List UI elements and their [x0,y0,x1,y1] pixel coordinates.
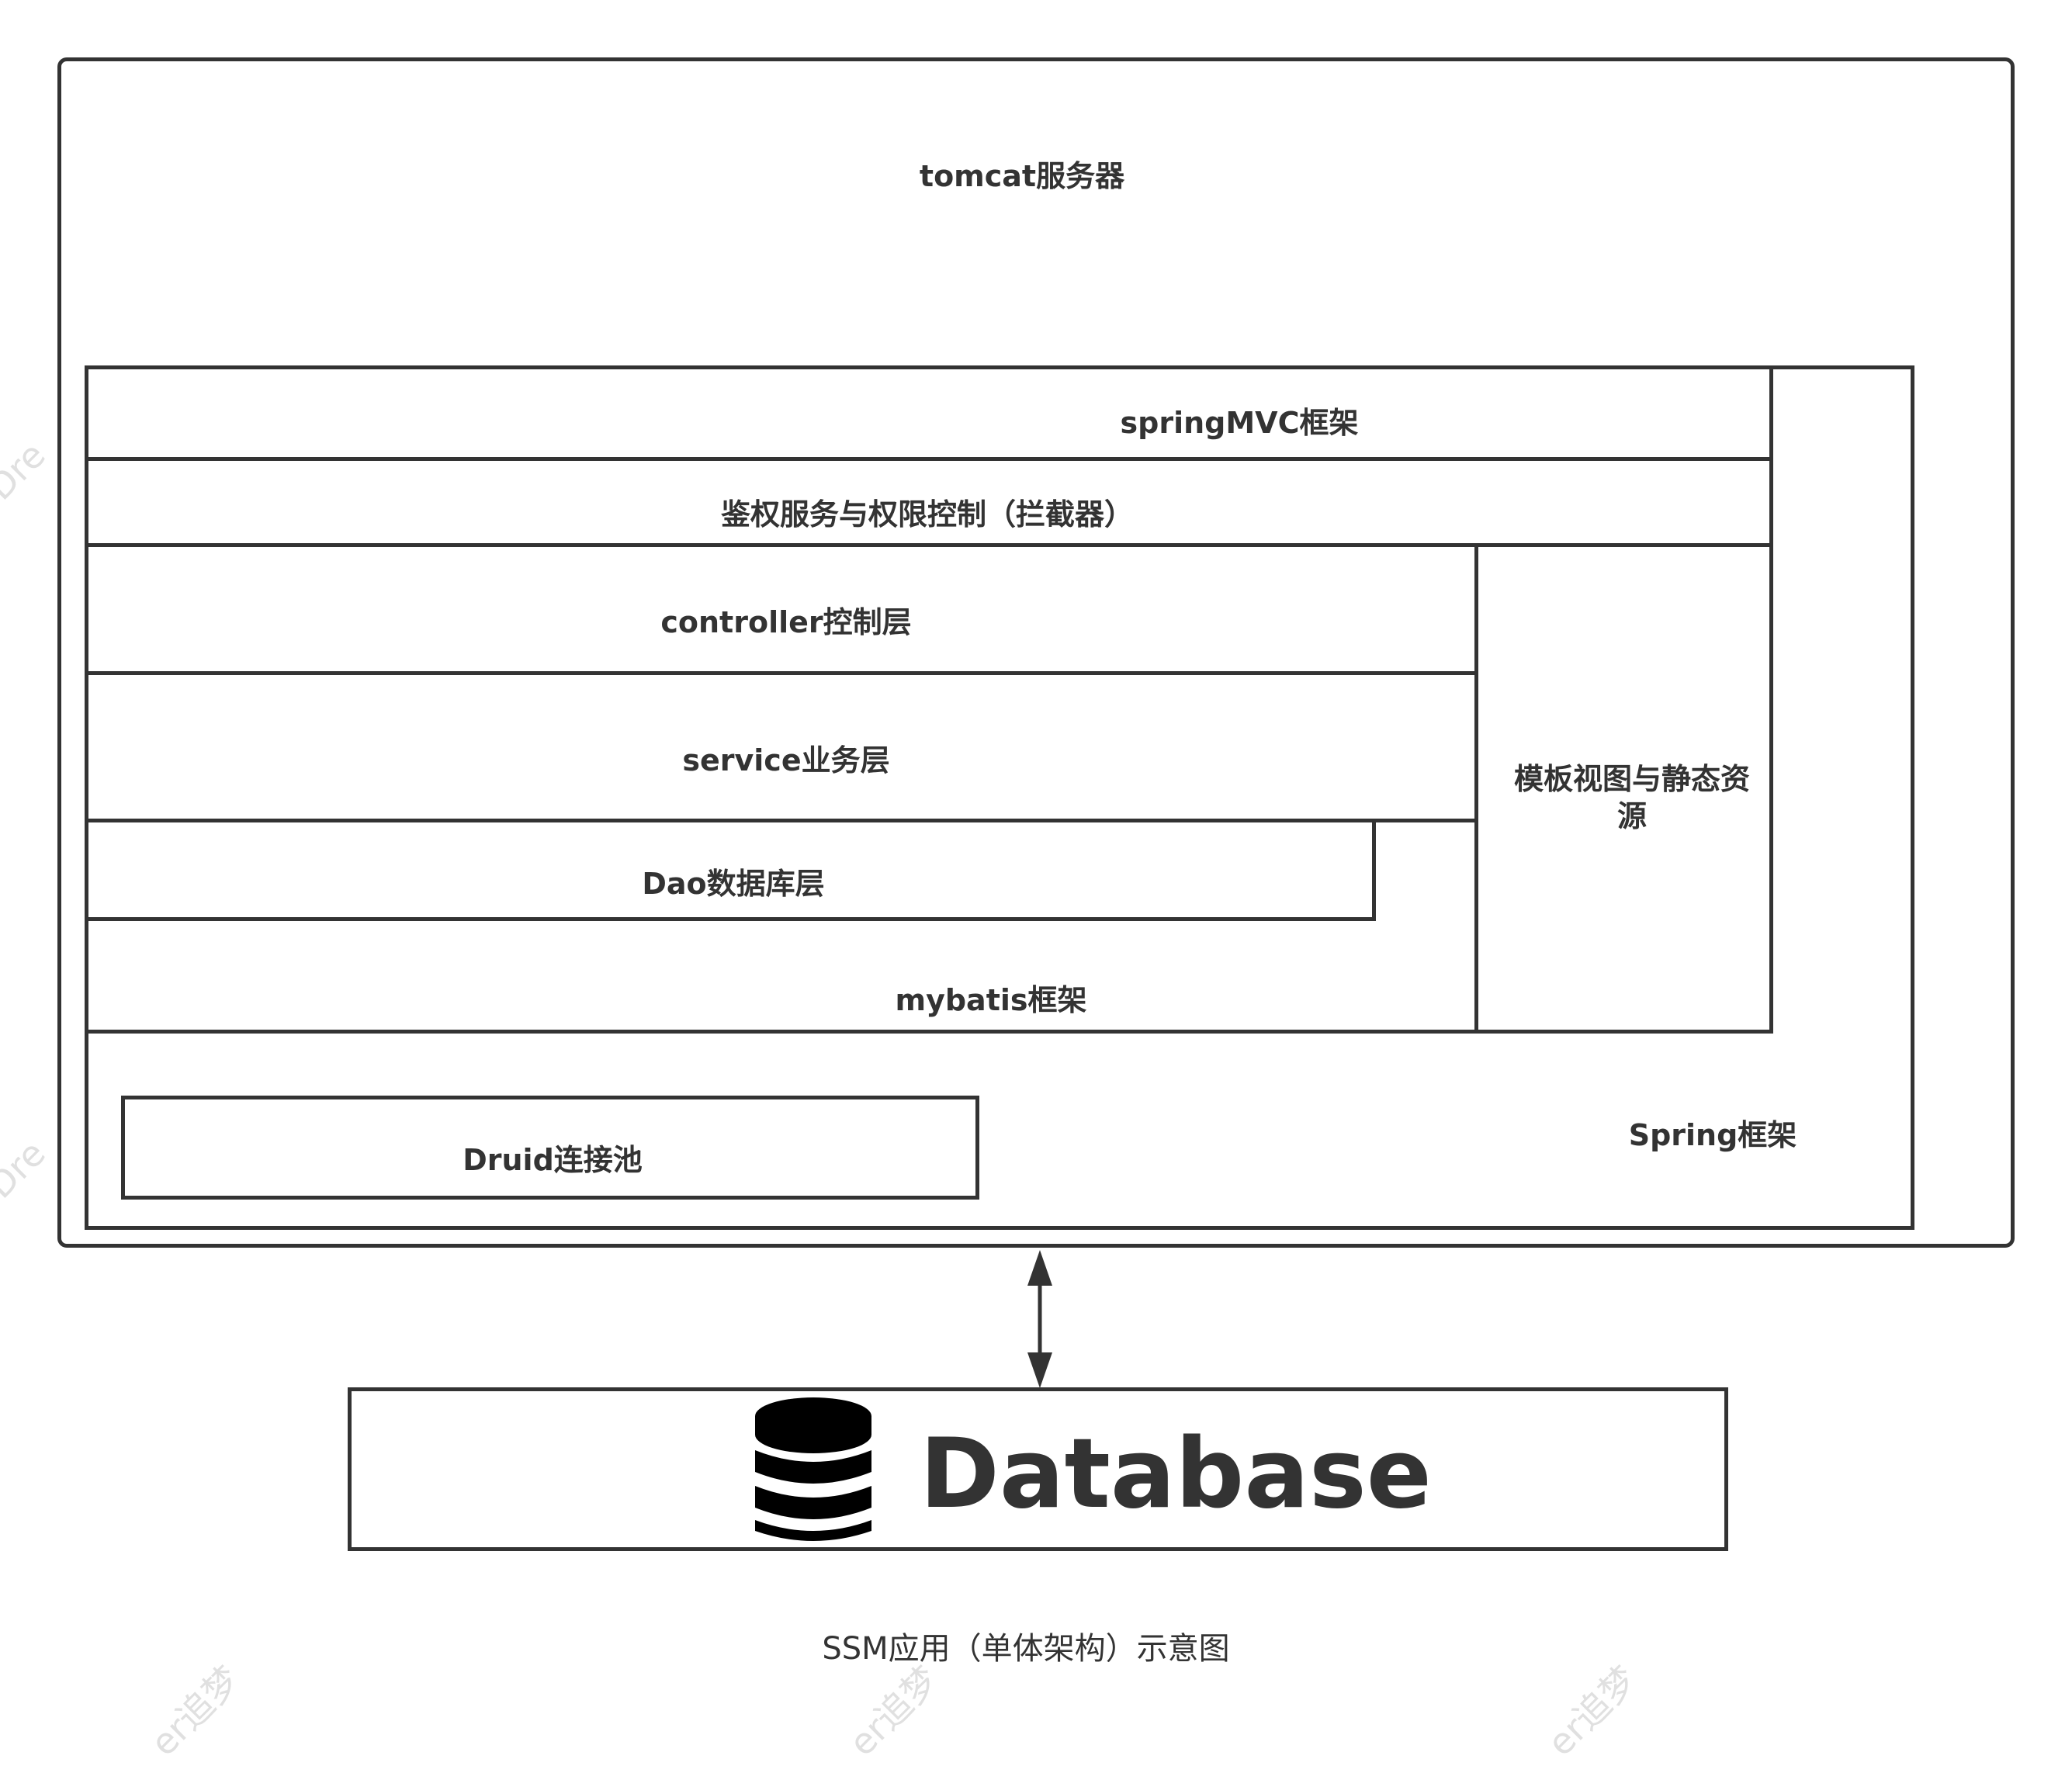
watermark: er追梦 [1539,1657,1646,1764]
template-view-static-label-line2: 源 [1616,799,1648,833]
mybatis-framework-label: mybatis框架 [895,983,1087,1017]
druid-pool-box [121,1096,979,1200]
tomcat-server-label: tomcat服务器 [919,159,1125,193]
template-view-static-label: 模板视图与静态资 源 [1514,760,1750,835]
springmvc-framework-label: springMVC框架 [1120,406,1359,440]
dao-layer-label: Dao数据库层 [642,867,825,901]
diagram-caption: SSM应用（单体架构）示意图 [822,1631,1230,1667]
database-label: Database [920,1418,1432,1530]
watermark: er追梦 [840,1657,948,1764]
database-box [348,1387,1728,1551]
double-arrow-icon [1027,1250,1052,1388]
dao-layer-box [85,819,1376,921]
auth-interceptor-label: 鉴权服务与权限控制（拦截器） [720,497,1135,532]
service-layer-label: service业务层 [682,743,890,777]
template-view-static-label-line1: 模板视图与静态资 [1513,762,1751,796]
database-icon [755,1397,871,1541]
watermark: er追梦 [142,1657,249,1764]
tomcat-server-box [57,57,2015,1248]
spring-framework-label: Spring框架 [1628,1118,1797,1152]
druid-pool-label: Druid连接池 [463,1143,643,1177]
springmvc-framework-box [85,365,1773,461]
watermark: Dre [0,1132,54,1207]
controller-layer-label: controller控制层 [660,605,912,639]
watermark: Dre [0,434,54,508]
